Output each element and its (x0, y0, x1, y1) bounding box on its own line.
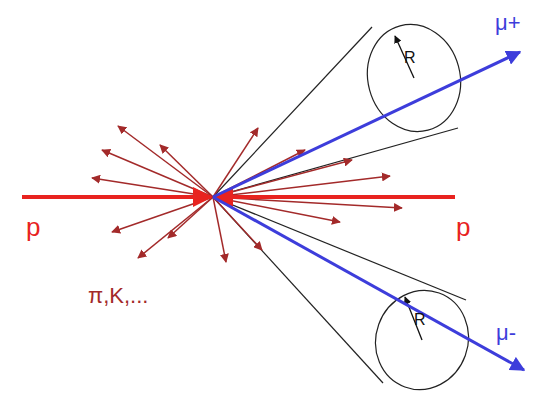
muon-label: μ+ (495, 12, 521, 34)
muon-track (213, 52, 520, 197)
beam-label: p (26, 214, 40, 240)
proton-beam (22, 195, 211, 199)
radius-label: R (404, 50, 416, 66)
proton-beam (215, 195, 455, 199)
radius-label: R (414, 312, 426, 328)
hadron-track (92, 126, 402, 262)
hadron-label: π,K,... (88, 285, 148, 307)
beam-label: p (456, 214, 470, 240)
muon-label: μ- (496, 322, 516, 344)
isolation-cone (213, 197, 482, 396)
isolation-cone (213, 14, 472, 197)
muon-track (213, 197, 524, 370)
